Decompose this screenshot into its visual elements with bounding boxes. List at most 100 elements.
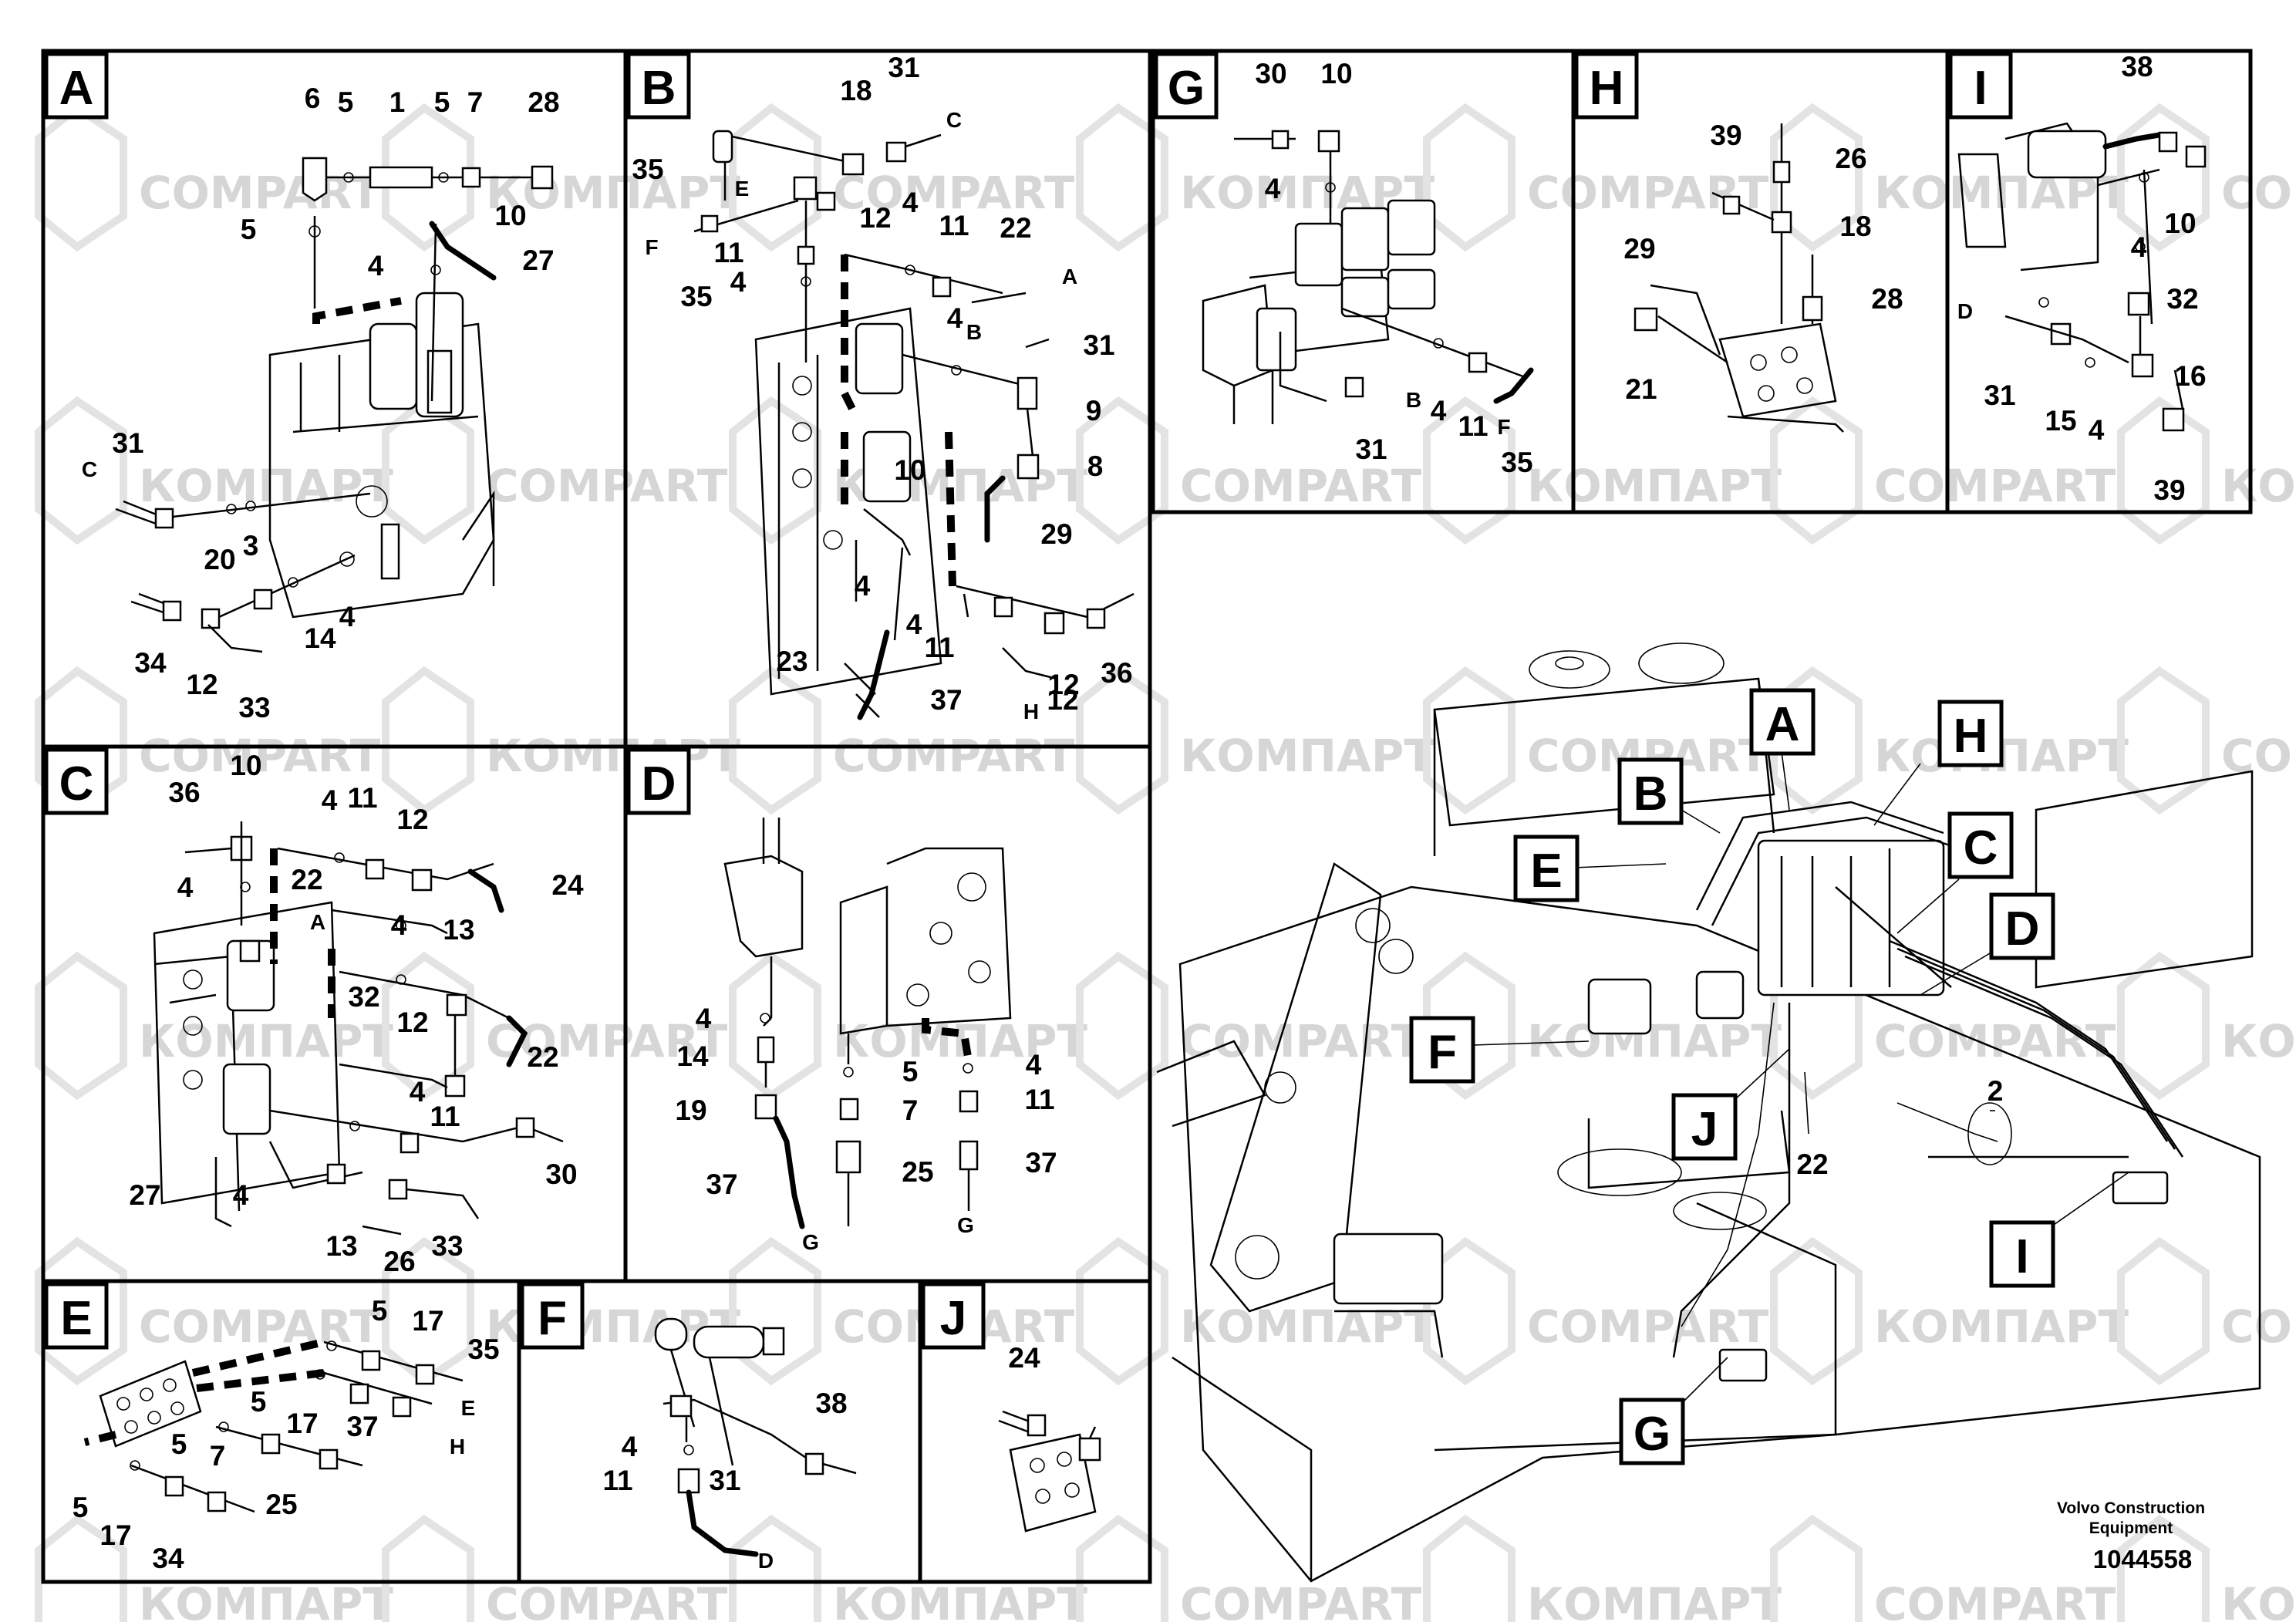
callout-j-10: 10	[2164, 207, 2196, 239]
overview-callout-i: I	[1989, 1172, 2129, 1288]
callout-a-4: 4	[339, 601, 356, 632]
callout-b-4: 4	[947, 302, 963, 334]
svg-text:F: F	[1428, 1026, 1457, 1079]
callout-a-5: 5	[241, 214, 257, 245]
overview-callout-d: D	[1920, 892, 2055, 996]
footer-company-line2: Equipment	[2089, 1519, 2173, 1537]
callout-c-33: 33	[431, 1230, 463, 1262]
callout-b-a: A	[1062, 265, 1077, 288]
callout-b-b: B	[966, 320, 982, 344]
watermark-text: COMPART	[486, 460, 728, 512]
callout-j-4: 4	[2089, 414, 2105, 446]
callout-d-37: 37	[706, 1168, 737, 1200]
callout-i-18: 18	[1839, 211, 1871, 242]
watermark-tile: COMPART	[382, 951, 728, 1101]
panel-f-drawing	[654, 1317, 857, 1557]
callout-c-24: 24	[551, 869, 584, 901]
watermark-tile: COMPART	[35, 666, 381, 815]
watermark-text: КОМПАРТ	[1527, 1578, 1782, 1622]
callout-h-11: 11	[1458, 410, 1488, 442]
watermark-tile: COMPART	[2117, 1236, 2296, 1386]
callout-b-29: 29	[1040, 518, 1072, 550]
watermark-text: КОМПАРТ	[2221, 1015, 2296, 1067]
callout-h-f: F	[1497, 415, 1510, 439]
panel-letter-c: C	[59, 757, 94, 811]
callout-c-10: 10	[230, 750, 261, 781]
callout-a-7: 7	[467, 86, 484, 118]
watermark-tile: КОМПАРТ	[382, 666, 740, 815]
panel-letter-h: G	[1168, 62, 1205, 115]
overview-callout-2: 2	[1988, 1075, 2004, 1111]
watermark-tile: КОМПАРТ	[1076, 1236, 1435, 1386]
watermark-tile: COMPART	[729, 103, 1075, 252]
callout-h-31: 31	[1355, 433, 1387, 465]
svg-text:H: H	[1954, 710, 1988, 763]
callout-b-18: 18	[840, 75, 872, 106]
panel-g-drawing	[998, 1410, 1101, 1533]
callout-e-25: 25	[265, 1489, 297, 1520]
callout-j-39: 39	[2153, 474, 2185, 506]
callout-i-39: 39	[1710, 120, 1741, 151]
callout-h-35: 35	[1501, 447, 1532, 478]
panel-letter-e: E	[60, 1292, 92, 1345]
watermark-tile: COMPART	[382, 1514, 728, 1622]
svg-text:I: I	[2015, 1230, 2028, 1283]
callout-h-10: 10	[1320, 58, 1352, 89]
watermark-tile: COMPART	[1076, 1514, 1422, 1622]
callout-e-34: 34	[152, 1543, 184, 1574]
callout-c-13: 13	[443, 914, 474, 946]
callout-d-7: 7	[902, 1094, 919, 1126]
watermark-text: КОМПАРТ	[833, 1015, 1087, 1067]
watermark-text: COMPART	[486, 1578, 728, 1622]
watermark-text: COMPART	[139, 730, 381, 782]
callout-d-4: 4	[696, 1003, 712, 1034]
watermark-tile: КОМПАРТ	[35, 951, 393, 1101]
footer-company-line1: Volvo Construction	[2057, 1499, 2205, 1517]
callout-f-11: 11	[602, 1465, 632, 1496]
panel-letter-i: H	[1590, 62, 1624, 115]
panel-letter-a: A	[59, 62, 94, 115]
panel-badge-f: F	[520, 1282, 585, 1350]
callout-d-5: 5	[902, 1056, 919, 1088]
watermark-tile: COMPART	[1076, 396, 1422, 545]
callout-e-5: 5	[251, 1386, 267, 1418]
overview-callout-b: B	[1617, 757, 1721, 834]
callout-a-31: 31	[112, 427, 143, 459]
panel-badge-j: I	[1948, 52, 2013, 120]
overview-callouts: A B H E C D F	[1409, 688, 2129, 1465]
watermark-text: КОМПАРТ	[1527, 1015, 1782, 1067]
callout-c-4: 4	[410, 1076, 426, 1108]
watermark-text: COMPART	[2221, 1300, 2296, 1353]
watermark-text: КОМПАРТ	[1527, 460, 1782, 512]
watermark-text: КОМПАРТ	[139, 460, 393, 512]
callout-c-13: 13	[325, 1230, 357, 1262]
callout-f-31: 31	[709, 1465, 740, 1496]
watermark-text: КОМПАРТ	[139, 1578, 393, 1622]
watermark-text: COMPART	[1874, 460, 2116, 512]
overview-callout-f: F	[1409, 1016, 1590, 1084]
callout-b-4: 4	[730, 266, 747, 298]
overview-callout-e: E	[1513, 835, 1667, 902]
drawing-number: 1044558	[2093, 1545, 2192, 1573]
panel-badge-d: D	[626, 747, 691, 815]
overview-callout-a: A	[1749, 688, 1816, 811]
panel-e-drawing	[83, 1338, 464, 1513]
panel-c-drawing	[153, 821, 564, 1236]
watermark-tile: COMPART	[382, 396, 728, 545]
callout-b-12: 12	[1047, 684, 1078, 716]
callout-c-a: A	[310, 910, 325, 934]
svg-text:J: J	[1691, 1103, 1718, 1156]
panel-letter-b: B	[642, 62, 676, 115]
callout-j-32: 32	[2166, 283, 2198, 315]
watermark-text: COMPART	[2221, 730, 2296, 782]
svg-text:22: 22	[1796, 1148, 1828, 1180]
callout-c-36: 36	[168, 777, 200, 808]
callout-c-22: 22	[527, 1041, 558, 1073]
watermark-tile: COMPART	[35, 103, 381, 252]
callout-e-7: 7	[210, 1440, 226, 1472]
svg-text:2: 2	[1988, 1075, 2004, 1107]
callout-e-5: 5	[171, 1428, 187, 1460]
svg-text:G: G	[1633, 1408, 1671, 1461]
callout-h-30: 30	[1255, 58, 1286, 89]
callout-b-f: F	[645, 235, 658, 259]
